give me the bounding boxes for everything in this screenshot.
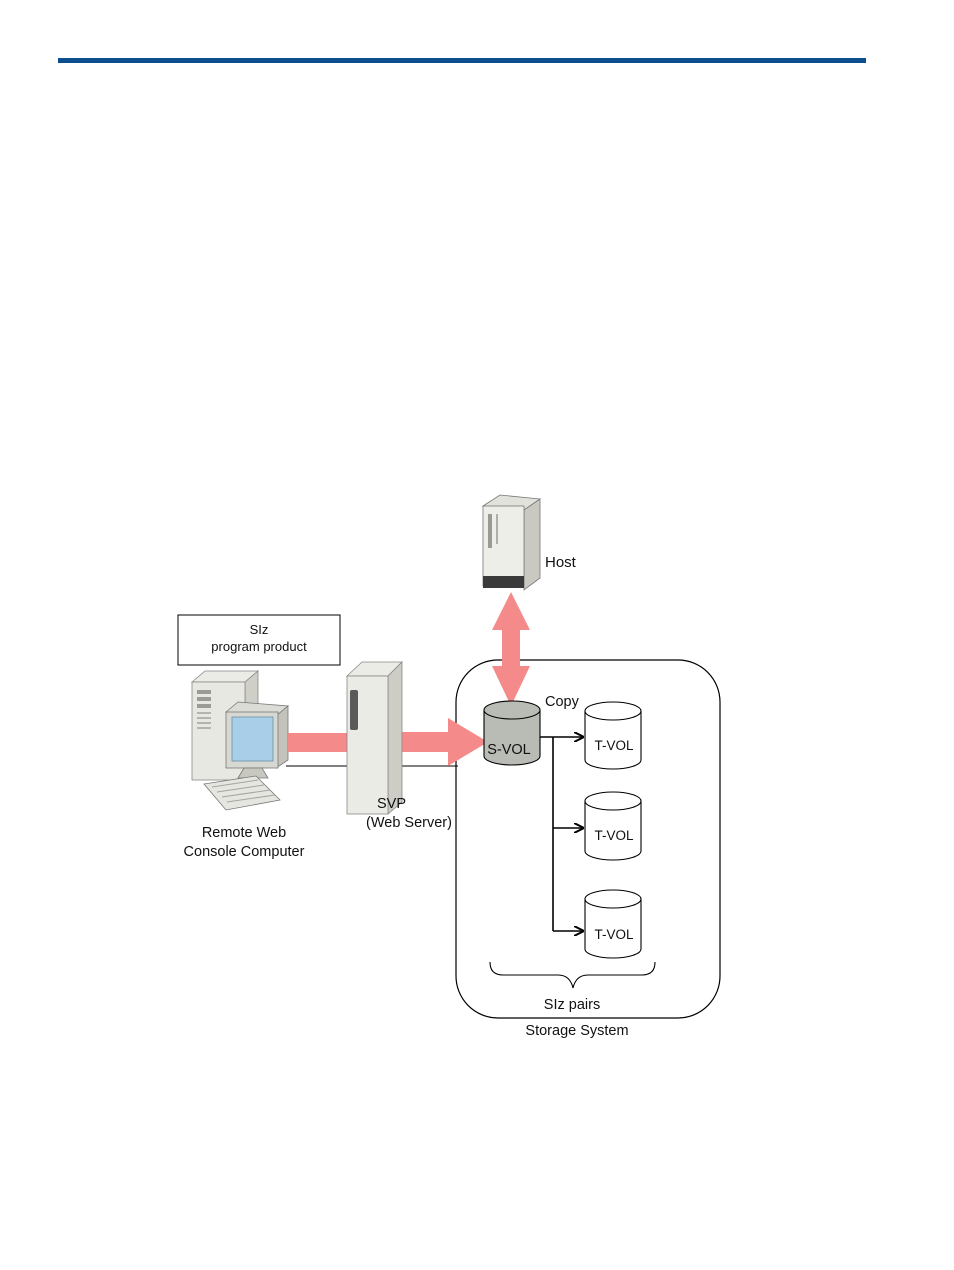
copy-label: Copy <box>545 694 580 710</box>
console-computer-icon <box>192 671 288 810</box>
console-label-line2: Console Computer <box>184 844 305 860</box>
tvol-label: T-VOL <box>594 828 634 843</box>
tvol-cylinder <box>585 890 641 958</box>
product-label-line1: SIz <box>250 622 269 637</box>
tvol-cylinder <box>585 792 641 860</box>
console-svol-arrow <box>288 733 350 752</box>
storage-system-label: Storage System <box>525 1023 628 1039</box>
svp-label-line1: SVP <box>377 796 406 812</box>
console-label-line1: Remote Web <box>202 825 286 841</box>
pairs-label: SIz pairs <box>544 997 600 1013</box>
svp-server-icon <box>347 662 402 814</box>
tvol-cylinder <box>585 702 641 769</box>
host-server-icon <box>483 495 540 590</box>
svp-label-line2: (Web Server) <box>366 815 452 831</box>
product-label-line2: program product <box>211 639 307 654</box>
tvol-label: T-VOL <box>594 927 634 942</box>
tvol-label: T-VOL <box>594 738 634 753</box>
svol-label: S-VOL <box>487 742 531 758</box>
host-label: Host <box>545 554 577 571</box>
